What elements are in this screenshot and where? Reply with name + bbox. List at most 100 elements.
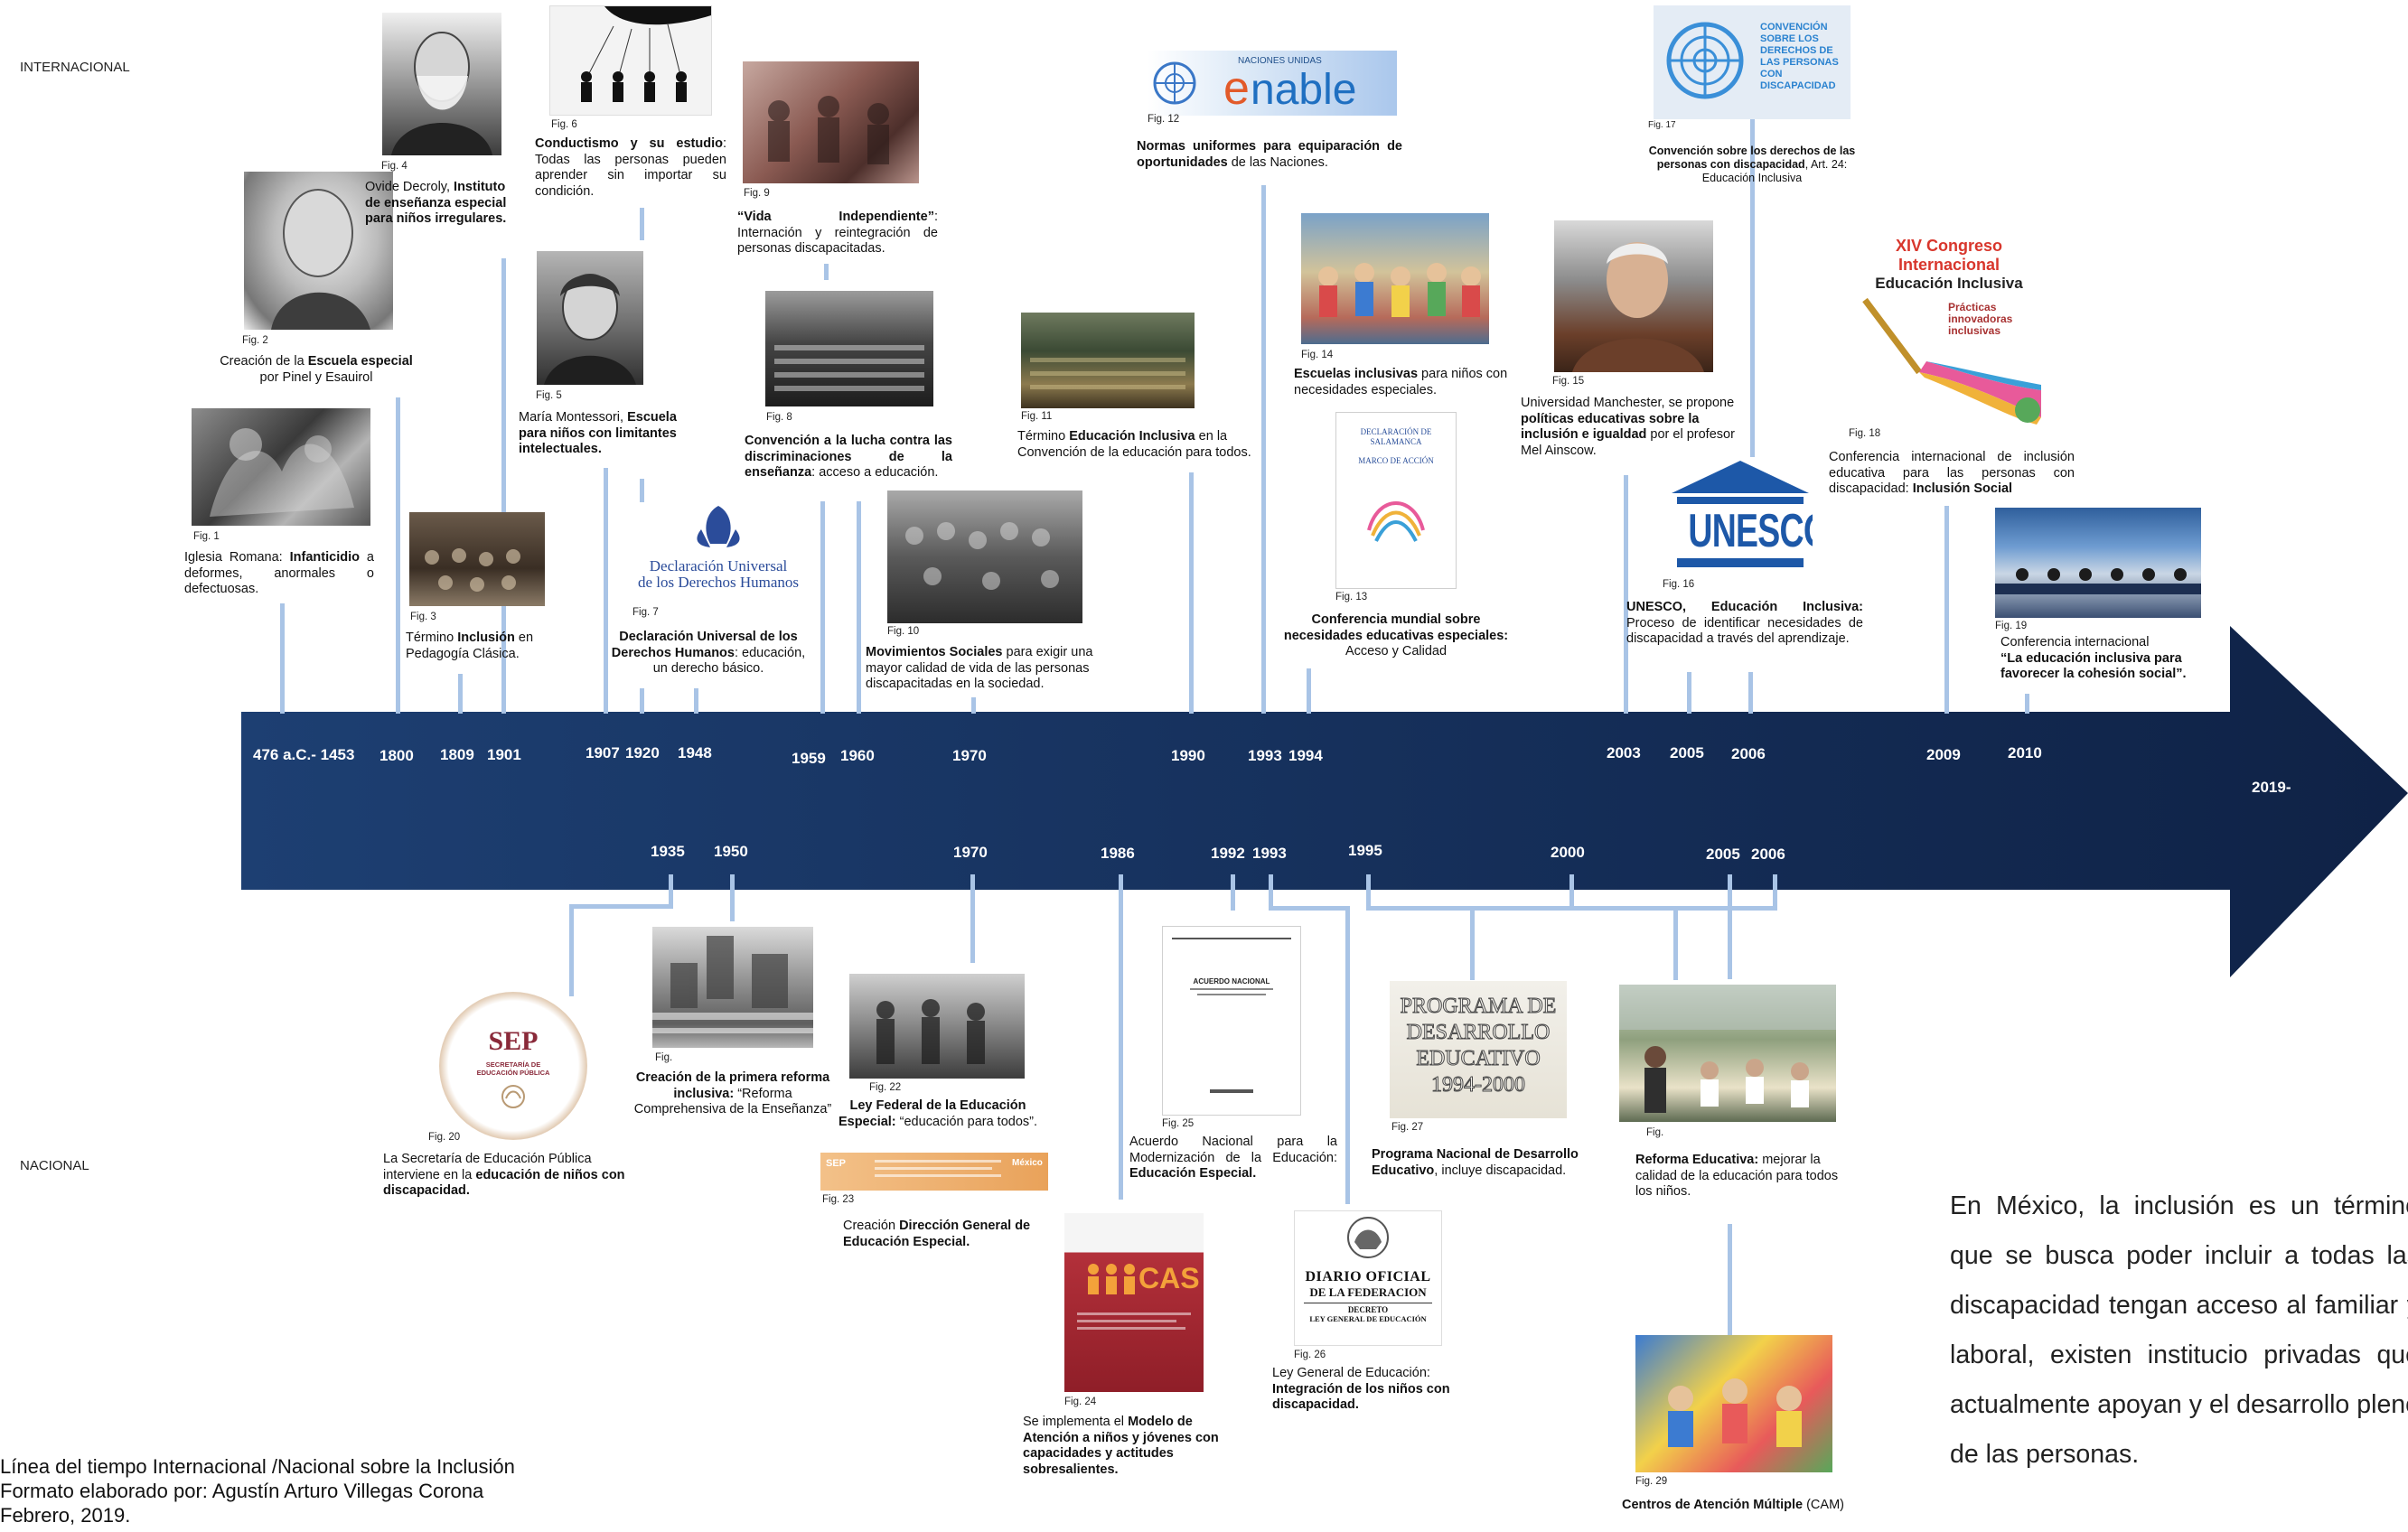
connector-fig1 <box>280 603 285 714</box>
connector-fig13 <box>1307 668 1311 714</box>
fig27-caption: Programa Nacional de Desarrollo Educativ… <box>1372 1147 1579 1178</box>
fig4-label: Fig. 4 <box>381 161 408 172</box>
sep-title: SEP <box>488 1026 539 1056</box>
dof-line1: DIARIO OFICIAL <box>1305 1269 1431 1284</box>
salamanca-line2: MARCO DE ACCIÓN <box>1358 456 1434 465</box>
connector-1993-h <box>1269 906 1350 911</box>
connector-fig2 <box>396 397 400 714</box>
year-1959: 1959 <box>792 750 826 767</box>
fig8-label: Fig. 8 <box>766 412 792 423</box>
fig21-image <box>652 927 813 1048</box>
eagle-emblem-icon <box>501 1085 525 1108</box>
connector-fig3 <box>458 674 463 714</box>
year-1992: 1992 <box>1211 845 1245 862</box>
fig12-label: Fig. 12 <box>1148 114 1180 125</box>
connector-fig5 <box>604 468 608 714</box>
year-1920: 1920 <box>625 744 660 761</box>
fig29-caption: Centros de Atención Múltiple (CAM) <box>1622 1498 1844 1512</box>
fig16-caption: UNESCO, Educación Inclusiva: Proceso de … <box>1626 600 1863 646</box>
connector-fig19 <box>2025 694 2029 714</box>
fig28-caption: Reforma Educativa: mejorar la calidad de… <box>1635 1153 1839 1199</box>
fig12-image: e nable NACIONES UNIDAS <box>1148 51 1397 116</box>
fig3-image <box>409 512 545 606</box>
fig6-caption: Conductismo y su estudio: Todas las pers… <box>535 136 726 199</box>
year-2006-bottom: 2006 <box>1751 845 1785 863</box>
connector-fig4 <box>501 258 506 714</box>
connector-fig7 <box>640 688 644 714</box>
fig10-image <box>887 490 1082 623</box>
year-1901: 1901 <box>487 746 521 763</box>
sep-bar-right: México <box>1012 1158 1043 1168</box>
fig18-caption: Conferencia internacional de inclusión e… <box>1829 450 2075 496</box>
dof-line4: LEY GENERAL DE EDUCACIÓN <box>1309 1314 1427 1323</box>
year-1809: 1809 <box>440 746 474 763</box>
connector-2006 <box>1773 874 1777 911</box>
fig28-image <box>1619 985 1836 1122</box>
connector-fig16 <box>1687 672 1691 714</box>
fig3-caption: Término Inclusión en Pedagogía Clásica. <box>406 631 534 661</box>
fig10-label: Fig. 10 <box>887 626 920 637</box>
connector-1935 <box>669 874 673 909</box>
connector-programa <box>1470 906 1475 980</box>
connector-1993-v <box>1345 906 1350 1204</box>
international-label: INTERNACIONAL <box>20 60 130 75</box>
year-476: 476 a.C.- 1453 <box>253 746 355 763</box>
fig9-label: Fig. 9 <box>744 188 770 199</box>
fig27-image: PROGRAMA DE DESARROLLO EDUCATIVO 1994-20… <box>1390 981 1567 1118</box>
fig21-label: Fig. <box>655 1052 673 1063</box>
year-2000: 2000 <box>1551 844 1585 861</box>
fig3-label: Fig. 3 <box>410 612 436 622</box>
fig25-label: Fig. 25 <box>1162 1118 1195 1129</box>
connector-reforma <box>1673 906 1678 980</box>
crpd-text: CONVENCIÓN SOBRE LOS DERECHOS DE LAS PER… <box>1760 22 1839 91</box>
year-2009: 2009 <box>1926 746 1961 763</box>
year-1960: 1960 <box>840 747 875 764</box>
fig2-image <box>244 172 393 330</box>
congreso-line1: XIV Congreso Internacional <box>1895 237 2003 274</box>
connector-fig18 <box>1944 506 1949 714</box>
year-1990: 1990 <box>1171 747 1205 764</box>
mexico-description: En México, la inclusión es un término qu… <box>1950 1191 2408 1469</box>
fig17-label: Fig. 17 <box>1648 120 1676 130</box>
programa-line4: 1994-2000 <box>1431 1073 1526 1098</box>
fig6-image <box>549 5 712 116</box>
year-2019: 2019- <box>2252 779 2291 796</box>
connector-fig9 <box>824 264 829 280</box>
connector-fig17a <box>1750 79 1755 459</box>
connector-1950 <box>730 874 735 921</box>
fig14-image <box>1301 213 1489 344</box>
fig1-image <box>192 408 370 526</box>
connector-fig6a <box>640 208 644 240</box>
year-1993: 1993 <box>1248 747 1282 764</box>
fig2-caption: Creación de la Escuela especial por Pine… <box>220 354 413 385</box>
fig23-label: Fig. 23 <box>822 1194 855 1205</box>
fig17-caption: Convención sobre los derechos de las per… <box>1648 145 1856 184</box>
fig12-caption: Normas uniformes para equiparación de op… <box>1137 139 1402 170</box>
programa-line1: PROGRAMA DE <box>1400 995 1557 1019</box>
year-1994: 1994 <box>1288 747 1323 764</box>
sep-sub2: EDUCACIÓN PÚBLICA <box>476 1069 550 1077</box>
people-icon <box>1088 1264 1135 1294</box>
acuerdo-title: ACUERDO NACIONAL <box>1193 977 1270 986</box>
programa-line2: DESARROLLO <box>1406 1021 1551 1045</box>
fig5-label: Fig. 5 <box>536 390 562 401</box>
footer-line2: Formato elaborado por: Agustín Arturo Vi… <box>0 1480 484 1502</box>
year-1950: 1950 <box>714 843 748 860</box>
fig19-caption: Conferencia internacional “La educación … <box>2000 635 2187 681</box>
year-2006: 2006 <box>1731 745 1766 762</box>
connector-fig11 <box>1189 472 1194 714</box>
fig25-caption: Acuerdo Nacional para la Modernización d… <box>1129 1135 1337 1181</box>
connector-1992 <box>1231 874 1235 911</box>
fig29-image <box>1635 1335 1832 1472</box>
year-1970-bottom: 1970 <box>953 844 988 861</box>
fig7-label: Fig. 7 <box>632 607 659 618</box>
dof-eagle-icon <box>1347 1217 1389 1258</box>
connector-fig17b <box>1748 672 1753 714</box>
connector-fig12 <box>1261 185 1266 714</box>
fig23-caption: Creación Dirección General de Educación … <box>843 1219 1031 1249</box>
fig19-label: Fig. 19 <box>1995 621 2028 631</box>
enable-small: NACIONES UNIDAS <box>1238 56 1322 66</box>
fig2-label: Fig. 2 <box>242 335 268 346</box>
year-1986: 1986 <box>1101 845 1135 862</box>
